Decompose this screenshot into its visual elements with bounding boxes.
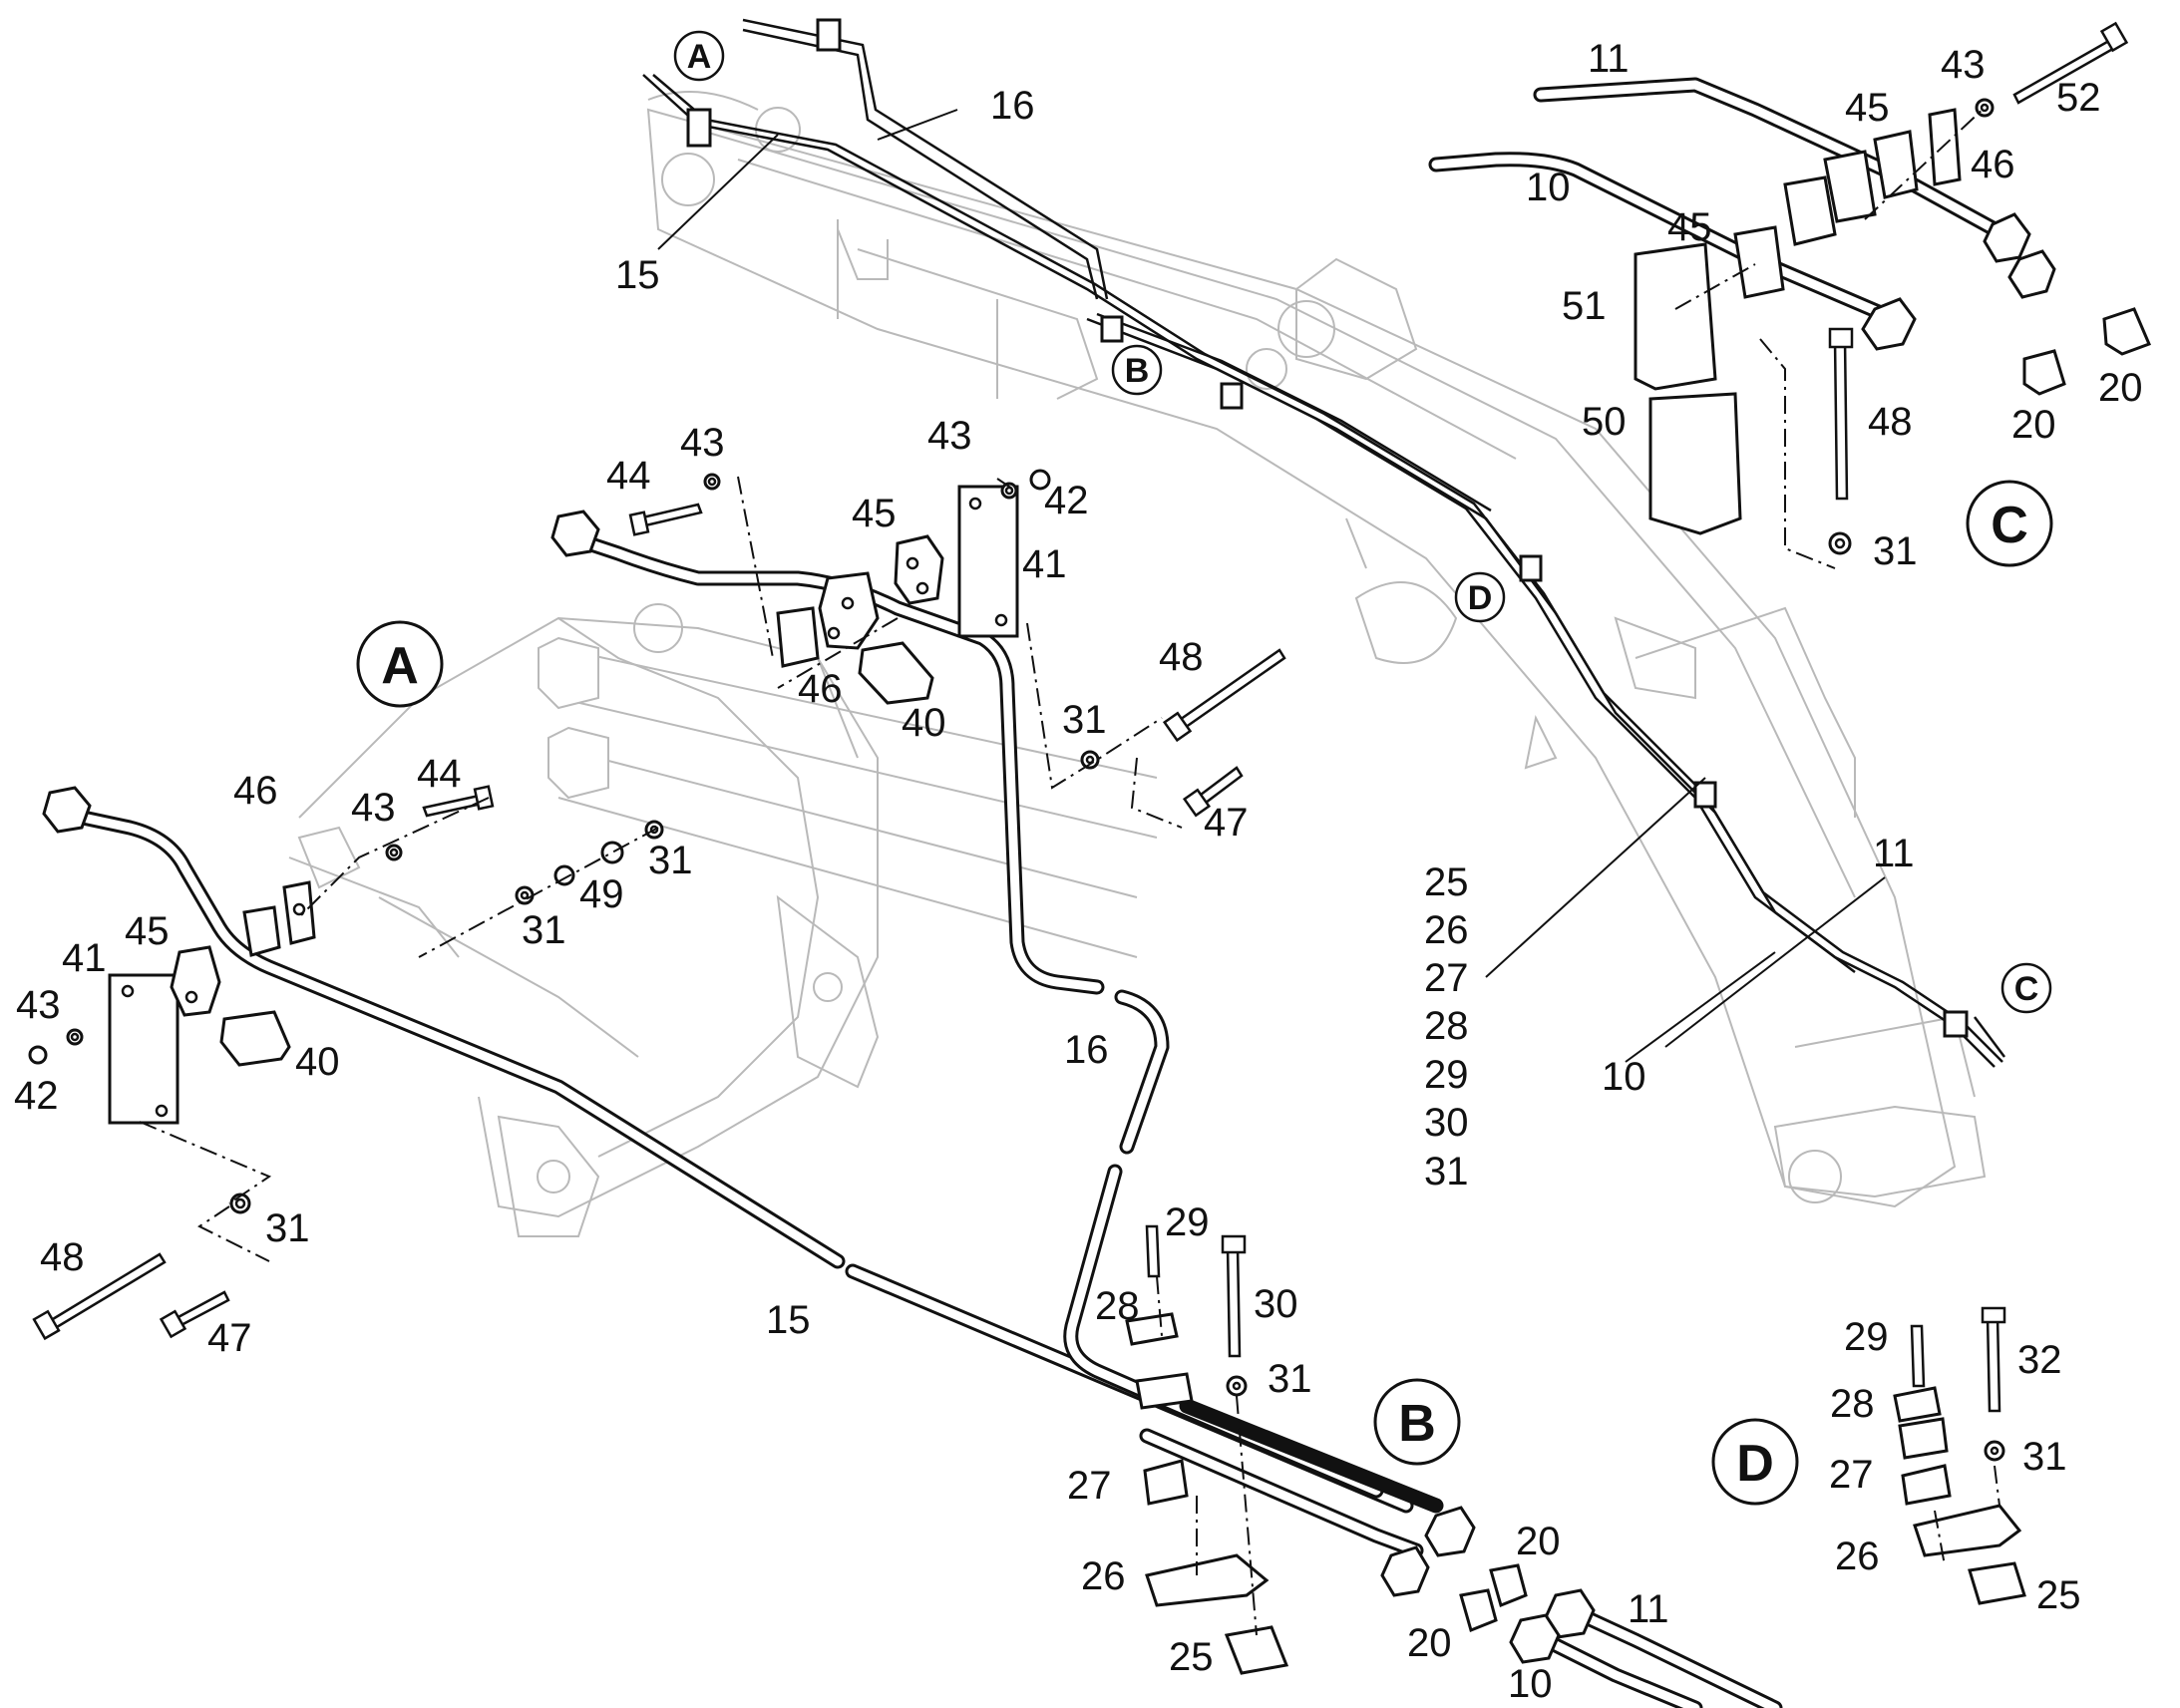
label-47-a2: 47 [207, 1316, 252, 1360]
callout-c-large: C [1966, 480, 2053, 567]
label-45-a1: 45 [852, 492, 897, 535]
label-31-a4: 31 [265, 1206, 310, 1250]
detail-a-clamps [28, 469, 1286, 1341]
label-20: 20 [2011, 403, 2056, 447]
list-item-2: 27 [1424, 956, 1469, 1000]
label-52: 52 [2056, 76, 2101, 120]
boom-background [646, 91, 1987, 1208]
label-45b: 45 [1667, 205, 1712, 249]
label-44-a2: 44 [417, 752, 462, 796]
label-42-a2: 42 [14, 1074, 59, 1118]
detail-c [1428, 21, 2152, 569]
label-42-a1: 42 [1044, 479, 1089, 522]
list-item-6: 31 [1424, 1150, 1469, 1194]
callout-b-small: B [1111, 344, 1163, 396]
label-50: 50 [1582, 400, 1627, 444]
label-46-a2: 46 [233, 769, 278, 813]
label-40-a2: 40 [295, 1040, 340, 1084]
label-11: 11 [1588, 37, 1630, 81]
label-43-a1: 43 [680, 421, 725, 465]
label-30: 30 [1254, 1282, 1298, 1326]
label-43: 43 [1941, 43, 1986, 87]
detail-d [1893, 1306, 2026, 1605]
label-26-b: 26 [1081, 1554, 1126, 1598]
callout-a-large: A [356, 620, 444, 708]
label-41-a1: 41 [1022, 542, 1067, 586]
label-43-a4: 43 [16, 983, 61, 1027]
callout-c-small: C [2000, 962, 2052, 1014]
label-11-b: 11 [1628, 1587, 1669, 1631]
callout-a-small-text: A [687, 38, 712, 76]
label-15b: 15 [766, 1298, 811, 1342]
label-40-a1: 40 [902, 701, 946, 745]
label-10-b: 10 [1508, 1662, 1553, 1706]
label-31-b: 31 [1268, 1357, 1312, 1401]
callout-c-large-text: C [1991, 497, 2028, 554]
label-32: 32 [2017, 1338, 2062, 1382]
label-20-b1: 20 [1516, 1520, 1561, 1563]
callout-d-small-text: D [1468, 579, 1493, 617]
callout-b-large: B [1373, 1378, 1461, 1466]
label-48-a2: 48 [40, 1235, 85, 1279]
label-10: 10 [1526, 166, 1571, 209]
label-20b: 20 [2098, 366, 2143, 410]
label-27-d: 27 [1829, 1453, 1874, 1497]
label-26-d: 26 [1835, 1535, 1880, 1578]
list-item-4: 29 [1424, 1053, 1469, 1097]
label-31-a2: 31 [522, 908, 566, 952]
label-31-a1: 31 [1062, 698, 1107, 742]
label-16: 16 [990, 84, 1035, 128]
label-25-b: 25 [1169, 1635, 1214, 1679]
detail-a-centerlines [139, 476, 1183, 1262]
label-31-a3: 31 [648, 839, 693, 882]
label-10b: 10 [1602, 1055, 1646, 1099]
callout-b-large-text: B [1398, 1395, 1436, 1453]
callout-c-small-text: C [2014, 970, 2039, 1008]
label-29-d: 29 [1844, 1315, 1889, 1359]
callout-d-small: D [1454, 571, 1506, 623]
callout-a-large-text: A [381, 637, 419, 695]
label-45-a2: 45 [125, 909, 170, 953]
label-41-a2: 41 [62, 936, 107, 980]
label-44-a1: 44 [606, 454, 651, 498]
label-43-a2: 43 [927, 414, 972, 458]
label-25-d: 25 [2036, 1573, 2081, 1617]
label-49: 49 [579, 872, 624, 916]
label-46: 46 [1971, 143, 2015, 186]
list-item-0: 25 [1424, 860, 1469, 904]
label-27-b: 27 [1067, 1464, 1112, 1508]
detail-b [1125, 1224, 1783, 1708]
callout-b-small-text: B [1125, 352, 1150, 390]
label-48-a1: 48 [1159, 635, 1204, 679]
label-29-b: 29 [1165, 1200, 1210, 1244]
label-45: 45 [1845, 86, 1890, 130]
leader-lines [657, 109, 1886, 1063]
label-31-d: 31 [2022, 1435, 2067, 1479]
label-47-a1: 47 [1204, 801, 1249, 845]
label-28-d: 28 [1830, 1382, 1875, 1426]
boom-pipe-routing [642, 18, 2005, 1068]
detail-a-pipes [42, 510, 1414, 1514]
list-item-1: 26 [1424, 908, 1469, 952]
label-20-b2: 20 [1407, 1621, 1452, 1665]
callout-d-large: D [1711, 1418, 1799, 1506]
label-31: 31 [1873, 529, 1918, 573]
label-51: 51 [1562, 284, 1607, 328]
label-15: 15 [615, 253, 660, 297]
list-item-3: 28 [1424, 1004, 1469, 1048]
callout-d-large-text: D [1736, 1435, 1774, 1493]
label-16b: 16 [1064, 1028, 1109, 1072]
label-46-a1: 46 [798, 667, 843, 711]
label-48: 48 [1868, 400, 1913, 444]
list-item-5: 30 [1424, 1101, 1469, 1145]
label-28-b: 28 [1095, 1284, 1140, 1328]
callout-a-small: A [673, 30, 725, 82]
part-labels: 16 15 11 10 45 43 52 46 45 51 50 48 20 2… [14, 37, 2143, 1706]
label-43-a3: 43 [351, 786, 396, 830]
label-11b: 11 [1873, 832, 1915, 875]
